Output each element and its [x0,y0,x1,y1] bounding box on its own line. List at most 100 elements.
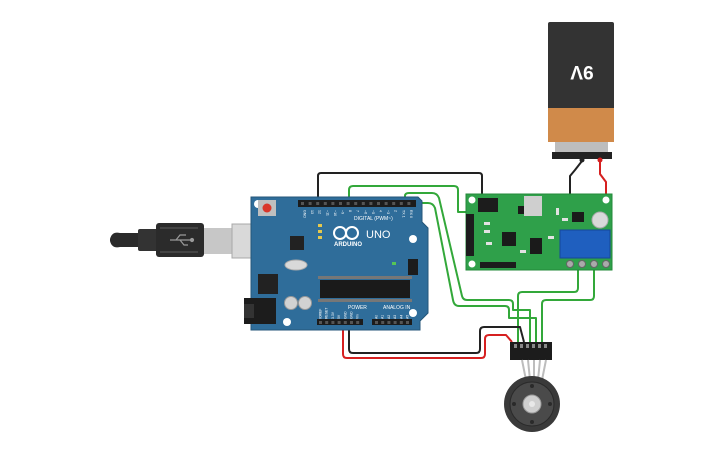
digital-pin-hole[interactable] [399,202,403,205]
digital-pin-hole[interactable] [392,202,396,205]
analog-pin-label: A0 [375,315,379,319]
digital-pin-hole[interactable] [323,202,327,205]
digital-pin-hole[interactable] [377,202,380,205]
driver-chip-aux [530,238,542,254]
analog-pin-label: A1 [381,315,385,319]
digital-pin-hole[interactable] [339,202,342,205]
led-tx [318,230,322,233]
wire-black-arduino-gnd-to-encoder[interactable] [348,323,525,354]
led-on [392,262,396,265]
driver-chip-small [518,206,528,214]
digital-pin-hole[interactable] [369,202,373,205]
usb-symbol-icon [170,234,195,246]
power-pin-hole[interactable] [356,321,360,324]
driver-switch[interactable] [524,196,542,216]
power-jack-inner [244,304,254,318]
reset-button[interactable] [262,203,272,213]
mounting-hole [409,309,417,317]
analog-pin-hole[interactable] [387,321,391,324]
power-pin-hole[interactable] [350,321,353,324]
battery-terminal-neg [579,157,585,163]
digital-pin-label: RX 0 [409,210,413,218]
wire-green-motor-out-a[interactable] [517,262,579,342]
battery-9v[interactable]: 9V [548,22,614,163]
icsp-header [408,259,418,275]
wire-green-encoder-a[interactable] [404,192,531,342]
battery-terminal-pos [597,157,603,163]
analog-pin-hole[interactable] [406,321,409,324]
analog-pin-label: A4 [399,315,403,319]
digital-pin-hole[interactable] [301,202,304,205]
usb-plug-metal [204,228,234,254]
analog-pin-hole[interactable] [399,321,403,324]
capacitor [298,296,312,310]
usb-cable[interactable] [110,223,275,259]
power-pin-hole[interactable] [325,321,329,324]
mounting-hole [468,196,476,204]
digital-pin-label: ~6 [363,210,367,214]
digital-pin-hole[interactable] [316,202,320,205]
analog-header[interactable] [372,319,412,325]
driver-chip-main [502,232,516,246]
analog-pin-hole[interactable] [381,321,385,324]
power-pin-hole[interactable] [343,321,347,324]
wire-black-battery-to-driver[interactable] [569,160,583,198]
power-pin-hole[interactable] [331,321,335,324]
battery-cap [555,142,608,152]
digital-header-label: DIGITAL (PWM~) [354,216,393,222]
usb-cable-grip [160,227,198,253]
digital-pin-label: ~3 [386,210,390,214]
wire-red-arduino-5v-to-encoder[interactable] [342,323,513,359]
digital-pin-label: 8 [348,210,352,212]
driver-bottom-header[interactable] [480,262,516,268]
driver-input-header[interactable] [478,198,498,212]
digital-pin-label: ~10 [333,210,337,216]
digital-pin-label: 4 [379,210,383,212]
power-pin-hole[interactable] [337,321,341,324]
mounting-hole [468,260,476,268]
led-rx [318,236,322,239]
digital-pin-label: TX 1 [401,210,405,218]
arduino-brand-text: ARDUINO [334,242,362,248]
digital-pin-label: ~9 [341,210,345,214]
analog-pin-hole[interactable] [393,321,397,324]
led-l [318,224,322,227]
digital-pin-label: GND [303,210,307,218]
battery-body [548,22,614,118]
driver-screw-terminal[interactable] [559,229,611,259]
power-pin-hole[interactable] [319,321,322,324]
digital-pin-hole[interactable] [308,202,312,205]
digital-pin-label: 13 [310,210,314,214]
digital-header-pins [301,202,411,205]
usb-cable-boot [138,229,158,251]
motor-driver-board[interactable] [465,193,613,271]
digital-pin-label: ~11 [325,210,329,216]
digital-pin-hole[interactable] [331,202,335,205]
capacitor [284,296,298,310]
driver-chip-right [572,212,584,222]
chip-socket-bottom [318,299,412,302]
analog-pin-label: A5 [406,315,410,319]
dc-motor-with-encoder[interactable] [504,376,560,432]
digital-pin-hole[interactable] [361,202,365,205]
power-pin-label: Vin [356,314,360,319]
arduino-uno-board[interactable]: ARDUINO UNO DIGITAL (PWM~) POWER ANALOG … [244,196,429,331]
wire-green-motor-out-b[interactable] [541,262,595,342]
encoder-connector[interactable] [510,342,552,360]
mounting-hole [283,318,291,326]
digital-pin-hole[interactable] [346,202,350,205]
mounting-hole [602,196,610,204]
digital-pin-hole[interactable] [354,202,358,205]
battery-snap [552,152,612,159]
wire-green-d9-to-driver[interactable] [348,185,478,213]
analog-pin-label: A2 [387,315,391,319]
usb-cable-end [110,232,140,248]
analog-pin-hole[interactable] [375,321,378,324]
analog-pin-label: A3 [393,315,397,319]
driver-side-header[interactable] [466,214,474,256]
driver-capacitor [591,211,609,229]
digital-pin-hole[interactable] [384,202,388,205]
wire-black-gnd-to-driver[interactable] [317,172,483,200]
digital-pin-hole[interactable] [407,202,411,205]
